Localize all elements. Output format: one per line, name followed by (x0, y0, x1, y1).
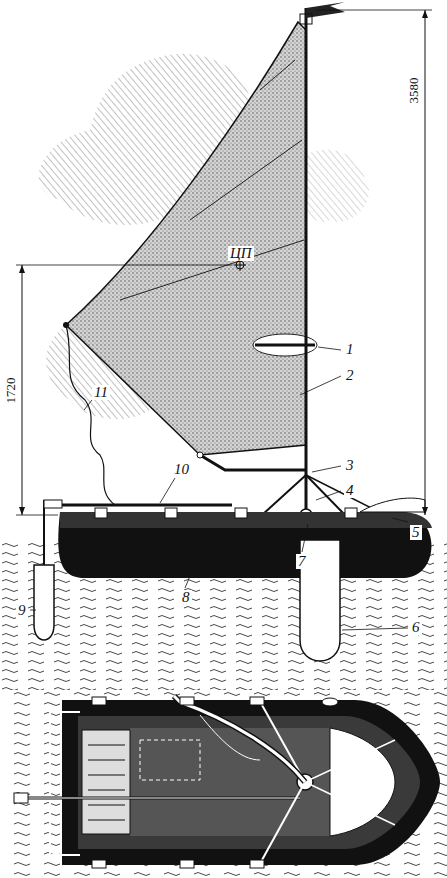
callout-number: 9 (16, 603, 28, 618)
callout-number: 1 (344, 342, 356, 357)
leaders (30, 347, 408, 630)
callout-number: 10 (172, 462, 191, 477)
callout-number: 7 (296, 554, 308, 569)
mast-and-rigging (197, 2, 395, 521)
dimension: 3580 (407, 75, 420, 105)
tiller (44, 504, 232, 507)
sheet (66, 325, 115, 505)
rudder (34, 565, 54, 640)
callout-number: 8 (180, 590, 192, 605)
callout-number: 4 (344, 483, 356, 498)
callout-number: 11 (92, 385, 110, 400)
callout-number: 3 (344, 458, 356, 473)
sail (63, 22, 317, 505)
hull-side-view (34, 498, 432, 661)
hull-top-view (14, 696, 440, 868)
callout-number: 5 (410, 525, 422, 540)
callout-number: 2 (344, 368, 356, 383)
callout-number: 6 (410, 620, 422, 635)
water (0, 540, 447, 878)
cp-label: ЦП (228, 246, 254, 261)
dimensions (16, 10, 432, 515)
dimension: 1720 (4, 375, 17, 405)
